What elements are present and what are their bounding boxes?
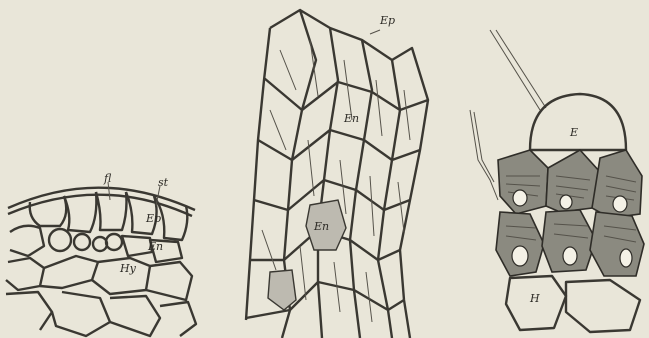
panel-right-section: E H: [470, 30, 644, 332]
label-en-left: En: [147, 240, 163, 253]
label-ep-middle: Ep: [379, 14, 395, 27]
label-hy: Hy: [119, 262, 137, 275]
label-en-middle-2: En: [313, 220, 329, 233]
label-ep-left: Ep: [145, 212, 161, 225]
panel-middle-cell-net: Ep En En: [246, 10, 428, 338]
label-st: st: [158, 176, 169, 189]
panel-left-cross-section: fl st Ep En Hy: [6, 172, 196, 336]
label-h: H: [529, 292, 540, 305]
label-e: E: [569, 126, 578, 139]
label-en-middle: En: [343, 112, 359, 125]
label-fl: fl: [103, 172, 112, 185]
